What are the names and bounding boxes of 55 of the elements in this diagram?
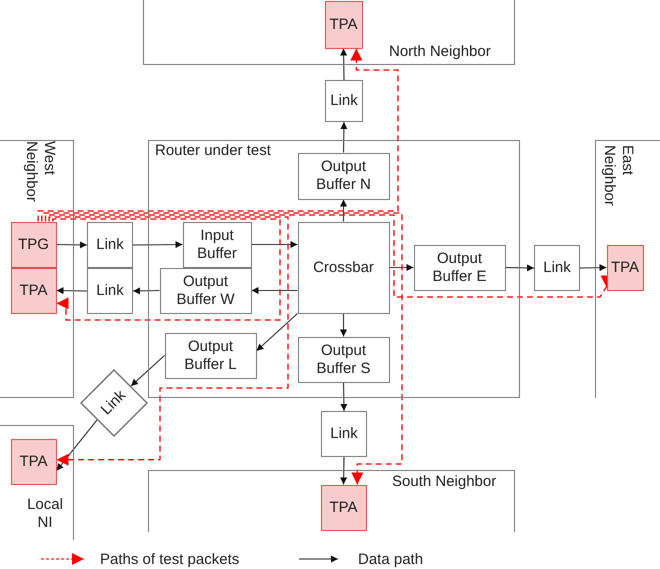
neighbor-panel: [143, 0, 515, 65]
panel-title: North Neighbor: [389, 43, 491, 61]
analyzer-box: TPA: [606, 244, 644, 290]
analyzer-box: TPA: [324, 0, 362, 48]
buffer-box: Output Buffer N: [298, 152, 390, 200]
arrow: [56, 420, 98, 472]
block-box: Link: [321, 411, 367, 457]
arrow: [56, 241, 87, 248]
legend-label: Paths of test packets: [100, 550, 240, 568]
analyzer-box: TPG: [10, 222, 56, 268]
legend-label: Data path: [358, 550, 424, 568]
dashed-arrow: [41, 212, 403, 484]
dashed-arrow: [52, 218, 281, 321]
neighbor-panel: [148, 470, 515, 532]
block-box: Link: [87, 222, 133, 268]
panel-title: South Neighbor: [392, 473, 496, 491]
panel-title: West Neighbor: [22, 141, 58, 204]
block-box: Link: [325, 80, 363, 122]
buffer-box: Output Buffer E: [414, 244, 506, 290]
dashed-arrow: [48, 216, 289, 466]
link-diamond: Link: [80, 369, 148, 437]
neighbor-panel: [0, 425, 74, 540]
arrow: [132, 287, 160, 294]
arrow: [133, 241, 182, 248]
neighbor-panel: [0, 140, 74, 398]
block-box: Link: [534, 245, 580, 291]
analyzer-box: TPA: [10, 438, 56, 484]
arrow: [340, 382, 348, 411]
block-box: Link: [87, 268, 133, 314]
router-panel: [148, 140, 520, 398]
dashed-arrow: [37, 48, 399, 222]
arrow: [252, 287, 298, 294]
block-box: Crossbar: [298, 222, 390, 314]
arrow: [390, 264, 414, 271]
buffer-box: Output Buffer S: [298, 336, 390, 382]
arrow: [56, 287, 87, 294]
arrow: [506, 264, 534, 272]
arrow: [256, 313, 298, 352]
analyzer-box: TPA: [320, 484, 366, 530]
arrow: [340, 48, 348, 80]
arrow: [130, 355, 165, 386]
arrow: [340, 314, 347, 336]
buffer-box: Input Buffer: [182, 222, 252, 268]
panel-title: East Neighbor: [600, 145, 636, 208]
buffer-box: Output Buffer W: [160, 268, 252, 314]
neighbor-panel: [595, 140, 660, 398]
panel-title: Local NI: [26, 496, 64, 532]
arrow: [252, 241, 298, 248]
arrow: [580, 264, 607, 272]
buffer-box: Output Buffer L: [164, 332, 256, 378]
analyzer-box: TPA: [10, 268, 56, 314]
arrow: [340, 122, 348, 152]
panel-title: Router under test: [155, 142, 271, 160]
arrow: [340, 457, 348, 484]
arrow: [340, 200, 347, 222]
